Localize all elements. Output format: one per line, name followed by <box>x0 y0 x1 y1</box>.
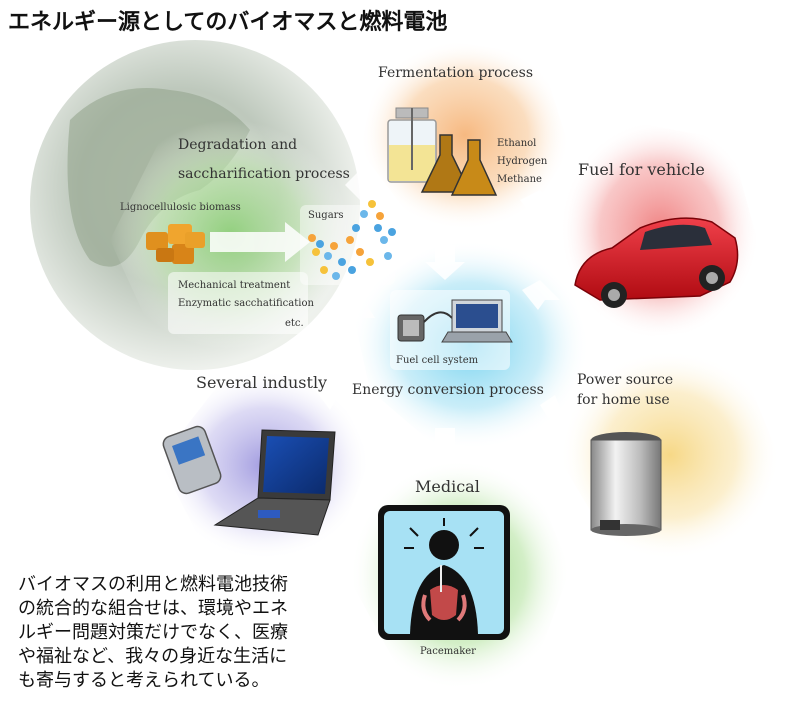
product-label-hydrogen: Hydrogen <box>497 156 548 167</box>
arrow-to-fermentation <box>345 170 380 200</box>
arrow-to-home <box>540 395 565 420</box>
description-line: の統合的な組合せは、環境やエネ <box>18 598 288 619</box>
biomass-icon <box>146 224 205 264</box>
phone-icon <box>162 425 222 495</box>
method-label-2: Enzymatic sacchatification <box>178 298 314 309</box>
car-icon <box>574 217 739 308</box>
arrow-to-medical <box>425 428 465 465</box>
page-title: エネルギー源としてのバイオマスと燃料電池 <box>8 10 448 35</box>
sugar-molecules-icon <box>308 200 396 280</box>
fuel-cell-icon <box>397 311 453 342</box>
vehicle-heading: Fuel for vehicle <box>578 160 705 179</box>
degradation-heading-1: Degradation and <box>178 137 298 153</box>
medical-image <box>378 505 510 640</box>
trash-can-icon <box>590 432 662 536</box>
method-label-3: etc. <box>285 318 304 329</box>
laptop-icon <box>213 429 336 536</box>
product-label-methane: Methane <box>497 174 542 185</box>
energy-heading: Energy conversion process <box>352 382 544 398</box>
sugars-label: Sugars <box>308 210 344 221</box>
product-label-ethanol: Ethanol <box>497 138 537 149</box>
fermenter-icon <box>387 107 437 183</box>
home-heading-1: Power source <box>577 372 674 388</box>
arrow-to-industry <box>315 390 340 410</box>
medical-heading: Medical <box>415 477 480 496</box>
method-label-1: Mechanical treatment <box>178 280 291 291</box>
pacemaker-label: Pacemaker <box>420 646 476 657</box>
flow-arrows <box>210 170 565 465</box>
arrow-biomass-to-sugars <box>210 222 310 262</box>
description-line: バイオマスの利用と燃料電池技術 <box>18 574 288 595</box>
flask-icon <box>420 134 498 196</box>
description-text: バイオマスの利用と燃料電池技術 の統合的な組合せは、環境やエネ ルギー問題対策だ… <box>18 573 288 693</box>
description-line: ルギー問題対策だけでなく、医療 <box>18 622 288 643</box>
fuel-cell-label: Fuel cell system <box>396 355 479 366</box>
industry-heading: Several industly <box>196 373 328 392</box>
methods-panel <box>168 272 308 334</box>
biomass-label: Lignocellulosic biomass <box>120 202 241 213</box>
description-line: や福祉など、我々の身近な生活に <box>18 646 288 667</box>
home-heading-2: for home use <box>577 392 670 408</box>
small-laptop-icon <box>441 299 513 343</box>
degradation-heading-2: saccharification process <box>178 166 350 182</box>
arrow-sugars-to-cell <box>345 298 375 318</box>
fermentation-heading: Fermentation process <box>378 65 534 81</box>
description-line: も寄与すると考えられている。 <box>18 670 270 691</box>
arrow-to-vehicle <box>520 190 560 220</box>
arrow-down-energy <box>425 245 465 280</box>
arrow-to-vehicle-2 <box>522 280 560 310</box>
